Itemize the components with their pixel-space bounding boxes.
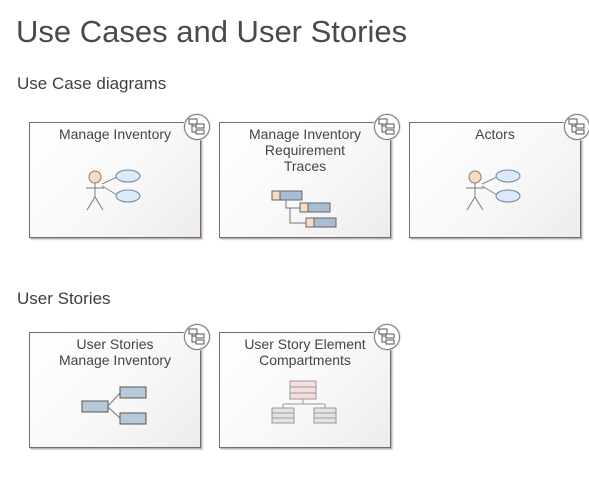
- diagram-card-actors[interactable]: Actors: [409, 114, 589, 238]
- diagram-link-icon[interactable]: [184, 324, 210, 350]
- card-label: User Story Element Compartments: [244, 336, 366, 368]
- card-label: User Stories Manage Inventory: [58, 336, 172, 368]
- diagram-link-icon[interactable]: [564, 114, 589, 140]
- class-hierarchy-icon: [271, 380, 337, 424]
- section-title-user-stories: User Stories: [17, 289, 111, 308]
- card-label: Actors: [475, 126, 515, 142]
- requirement-trace-icon: [271, 190, 337, 228]
- diagram-card-user-stories-manage-inventory[interactable]: User Stories Manage Inventory: [29, 324, 210, 448]
- diagram-card-user-story-element-compartments[interactable]: User Story Element Compartments: [219, 324, 400, 448]
- diagram-card-manage-inventory[interactable]: Manage Inventory: [29, 114, 210, 238]
- actor-use-case-icon: [466, 169, 521, 211]
- section-title-use-case-diagrams: Use Case diagrams: [17, 74, 167, 93]
- diagram-link-icon[interactable]: [184, 114, 210, 140]
- diagram-link-icon[interactable]: [374, 324, 400, 350]
- story-tree-icon: [81, 386, 147, 425]
- card-label: Manage Inventory: [58, 126, 172, 142]
- page-title: Use Cases and User Stories: [16, 14, 408, 49]
- diagram-card-manage-inventory-requirement-traces[interactable]: Manage Inventory Requirement Traces: [219, 114, 400, 238]
- actor-use-case-icon: [86, 169, 141, 211]
- card-label: Manage Inventory Requirement Traces: [248, 126, 362, 174]
- diagram-link-icon[interactable]: [374, 114, 400, 140]
